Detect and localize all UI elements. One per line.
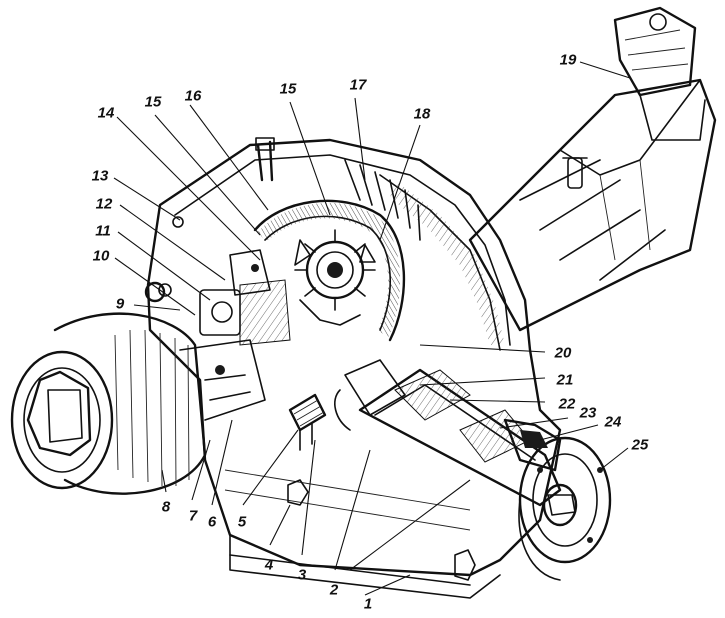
pinion-shaft bbox=[334, 359, 562, 507]
callout-14: 14 bbox=[97, 104, 115, 122]
callout-2: 2 bbox=[329, 581, 339, 599]
callout-3: 3 bbox=[297, 566, 307, 584]
callout-20: 20 bbox=[554, 344, 572, 362]
callout-19: 19 bbox=[559, 51, 577, 69]
callout-6: 6 bbox=[207, 513, 217, 531]
pinion-seal bbox=[503, 418, 562, 472]
callout-8: 8 bbox=[161, 498, 171, 516]
companion-flange bbox=[518, 436, 612, 581]
callout-10: 10 bbox=[92, 247, 110, 265]
ring-gear bbox=[253, 159, 421, 342]
axle-bracket bbox=[613, 6, 697, 97]
callout-13: 13 bbox=[91, 167, 109, 185]
callout-11: 11 bbox=[95, 222, 111, 240]
callout-18: 18 bbox=[413, 105, 431, 123]
callout-16: 16 bbox=[184, 87, 202, 105]
callout-7: 7 bbox=[188, 507, 198, 525]
leader-lines bbox=[113, 61, 631, 596]
callout-24: 24 bbox=[604, 413, 622, 431]
callout-25: 25 bbox=[631, 436, 649, 454]
drain-plug bbox=[287, 479, 309, 506]
callout-23: 23 bbox=[579, 404, 597, 422]
axle-flange bbox=[10, 312, 266, 495]
callout-9: 9 bbox=[115, 295, 125, 313]
callout-12: 12 bbox=[95, 195, 113, 213]
left-bearing bbox=[199, 249, 291, 346]
callout-5: 5 bbox=[237, 513, 247, 531]
callout-1: 1 bbox=[363, 595, 373, 613]
callout-17: 17 bbox=[349, 76, 367, 94]
differential-housing bbox=[144, 137, 562, 599]
callout-15b: 15 bbox=[279, 80, 297, 98]
adjusting-bolt bbox=[288, 393, 327, 451]
callout-22: 22 bbox=[558, 395, 576, 413]
callout-21: 21 bbox=[556, 371, 574, 389]
callout-4: 4 bbox=[264, 556, 274, 574]
axle-tube bbox=[468, 6, 717, 332]
callout-15a: 15 bbox=[144, 93, 162, 111]
differential-gears bbox=[294, 229, 376, 326]
